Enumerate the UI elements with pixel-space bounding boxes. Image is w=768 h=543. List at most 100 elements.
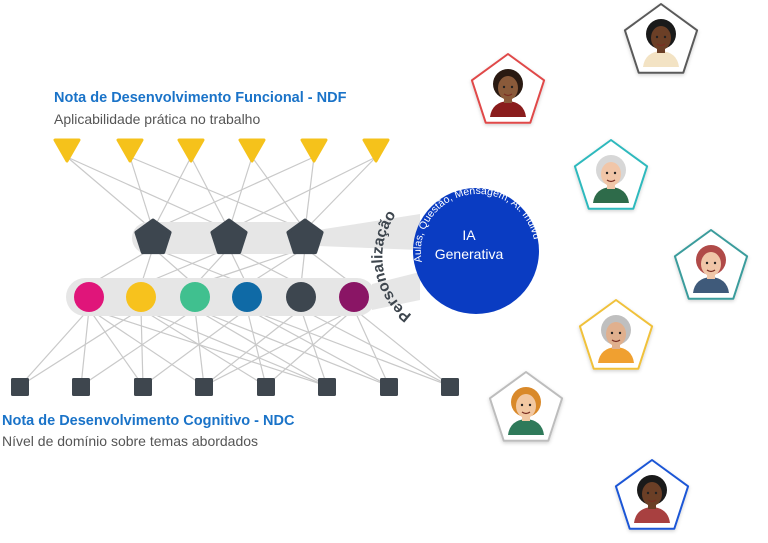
- link-circ-sq-20: [88, 308, 328, 387]
- ndf-node-4: [238, 138, 266, 163]
- link-tri-pent-10: [228, 156, 377, 231]
- avatar-3-shirt: [593, 187, 629, 203]
- avatar-3: [573, 139, 649, 210]
- link-tri-pent-9: [304, 156, 315, 231]
- cognitive-node-5: [286, 282, 316, 312]
- avatar-2-face: [498, 76, 518, 100]
- avatar-5-eye-left: [610, 331, 614, 335]
- circle-to-hub-band: [372, 272, 420, 310]
- functional-node-1: [134, 218, 172, 255]
- avatar-4-shirt: [693, 277, 729, 293]
- avatar-3-eye-left: [605, 171, 609, 175]
- avatar-5-eye-right: [618, 331, 622, 335]
- link-circ-sq-17: [353, 308, 390, 387]
- ndc-node-1: [11, 378, 29, 396]
- avatar-2-mouth: [503, 93, 513, 97]
- avatar-7-mouth: [647, 499, 657, 503]
- ndf-node-2: [116, 138, 144, 163]
- avatar-6: [488, 371, 564, 442]
- avatar-1: [623, 3, 699, 74]
- ndc-node-7: [380, 378, 398, 396]
- circle-band: [66, 278, 376, 316]
- cognitive-hidden-nodes: [74, 282, 369, 312]
- link-circ-sq-14: [300, 308, 328, 387]
- link-tri-pent-3: [129, 156, 306, 231]
- link-circ-sq-10: [142, 308, 248, 387]
- hub-circle: [413, 188, 539, 314]
- avatar-7-face: [642, 482, 662, 506]
- avatar-7: [614, 459, 690, 530]
- link-circ-sq-12: [246, 308, 390, 387]
- ia-generativa-hub: IA Generativa Personalização Aulas, Ques…: [0, 0, 543, 325]
- ndc-node-4: [195, 378, 213, 396]
- link-circ-sq-22: [246, 308, 451, 387]
- functional-node-3: [286, 218, 324, 255]
- ndc-node-3: [134, 378, 152, 396]
- avatar-7-eye-right: [654, 491, 658, 495]
- link-circ-sq-0: [19, 308, 90, 387]
- link-tri-pent-11: [304, 156, 377, 231]
- ndc-title: Nota de Desenvolvimento Cognitivo - NDC: [2, 413, 295, 429]
- ndc-node-8: [441, 378, 459, 396]
- link-circ-sq-11: [246, 308, 267, 387]
- avatar-2-eye-left: [502, 85, 506, 89]
- ndc-node-6: [318, 378, 336, 396]
- link-circ-sq-23: [140, 308, 328, 387]
- avatar-6-shirt: [508, 419, 544, 435]
- avatar-1-face: [651, 26, 671, 50]
- link-circ-sq-6: [140, 308, 267, 387]
- link-tri-pent-0: [66, 156, 154, 231]
- link-tri-pent-5: [190, 156, 230, 231]
- avatar-1-eye-left: [655, 35, 659, 39]
- avatar-3-mouth: [606, 179, 616, 183]
- cognitive-node-6: [339, 282, 369, 312]
- avatar-4-eye-right: [713, 261, 717, 265]
- hub-label-line2: Generativa: [435, 246, 504, 262]
- cognitive-node-2: [126, 282, 156, 312]
- link-circ-sq-15: [300, 308, 451, 387]
- avatar-5: [578, 299, 654, 370]
- avatar-4-face: [701, 252, 721, 276]
- link-circ-sq-2: [88, 308, 144, 387]
- learner-avatars: [470, 3, 749, 530]
- ndc-input-nodes: [11, 378, 459, 396]
- link-circ-sq-5: [140, 308, 144, 387]
- link-tri-pent-2: [129, 156, 154, 231]
- ndf-title: Nota de Desenvolvimento Funcional - NDF: [54, 90, 347, 106]
- link-circ-sq-18: [353, 308, 451, 387]
- avatar-5-shirt: [598, 347, 634, 363]
- avatar-4-eye-left: [705, 261, 709, 265]
- link-tri-pent-8: [152, 156, 315, 231]
- avatar-4: [673, 229, 749, 300]
- cognitive-node-1: [74, 282, 104, 312]
- link-circ-sq-8: [194, 308, 205, 387]
- link-tri-pent-6: [228, 156, 253, 231]
- ndc-node-5: [257, 378, 275, 396]
- avatar-2-eye-right: [510, 85, 514, 89]
- ndf-node-1: [53, 138, 81, 163]
- avatar-1-shirt: [643, 51, 679, 67]
- avatar-7-shirt: [634, 507, 670, 523]
- link-circ-sq-19: [203, 308, 355, 387]
- avatar-5-mouth: [611, 339, 621, 343]
- avatar-5-face: [606, 322, 626, 346]
- ndf-node-6: [362, 138, 390, 163]
- ndc-subtitle: Nível de domínio sobre temas abordados: [2, 433, 259, 449]
- avatar-6-mouth: [521, 411, 531, 415]
- ndf-subtitle: Aplicabilidade prática no trabalho: [54, 111, 261, 127]
- avatar-7-eye-left: [646, 491, 650, 495]
- link-circ-sq-7: [80, 308, 196, 387]
- hub-label-line1: IA: [462, 227, 476, 243]
- link-circ-sq-3: [88, 308, 205, 387]
- ndc-node-2: [72, 378, 90, 396]
- avatar-3-face: [601, 162, 621, 186]
- avatar-4-mouth: [706, 269, 716, 273]
- avatar-6-face: [516, 394, 536, 418]
- avatar-3-eye-right: [613, 171, 617, 175]
- link-circ-sq-4: [19, 308, 142, 387]
- ndf-output-nodes: [53, 138, 390, 163]
- link-tri-pent-1: [66, 156, 230, 231]
- avatar-1-eye-right: [663, 35, 667, 39]
- avatar-1-mouth: [656, 43, 666, 47]
- ndf-node-5: [300, 138, 328, 163]
